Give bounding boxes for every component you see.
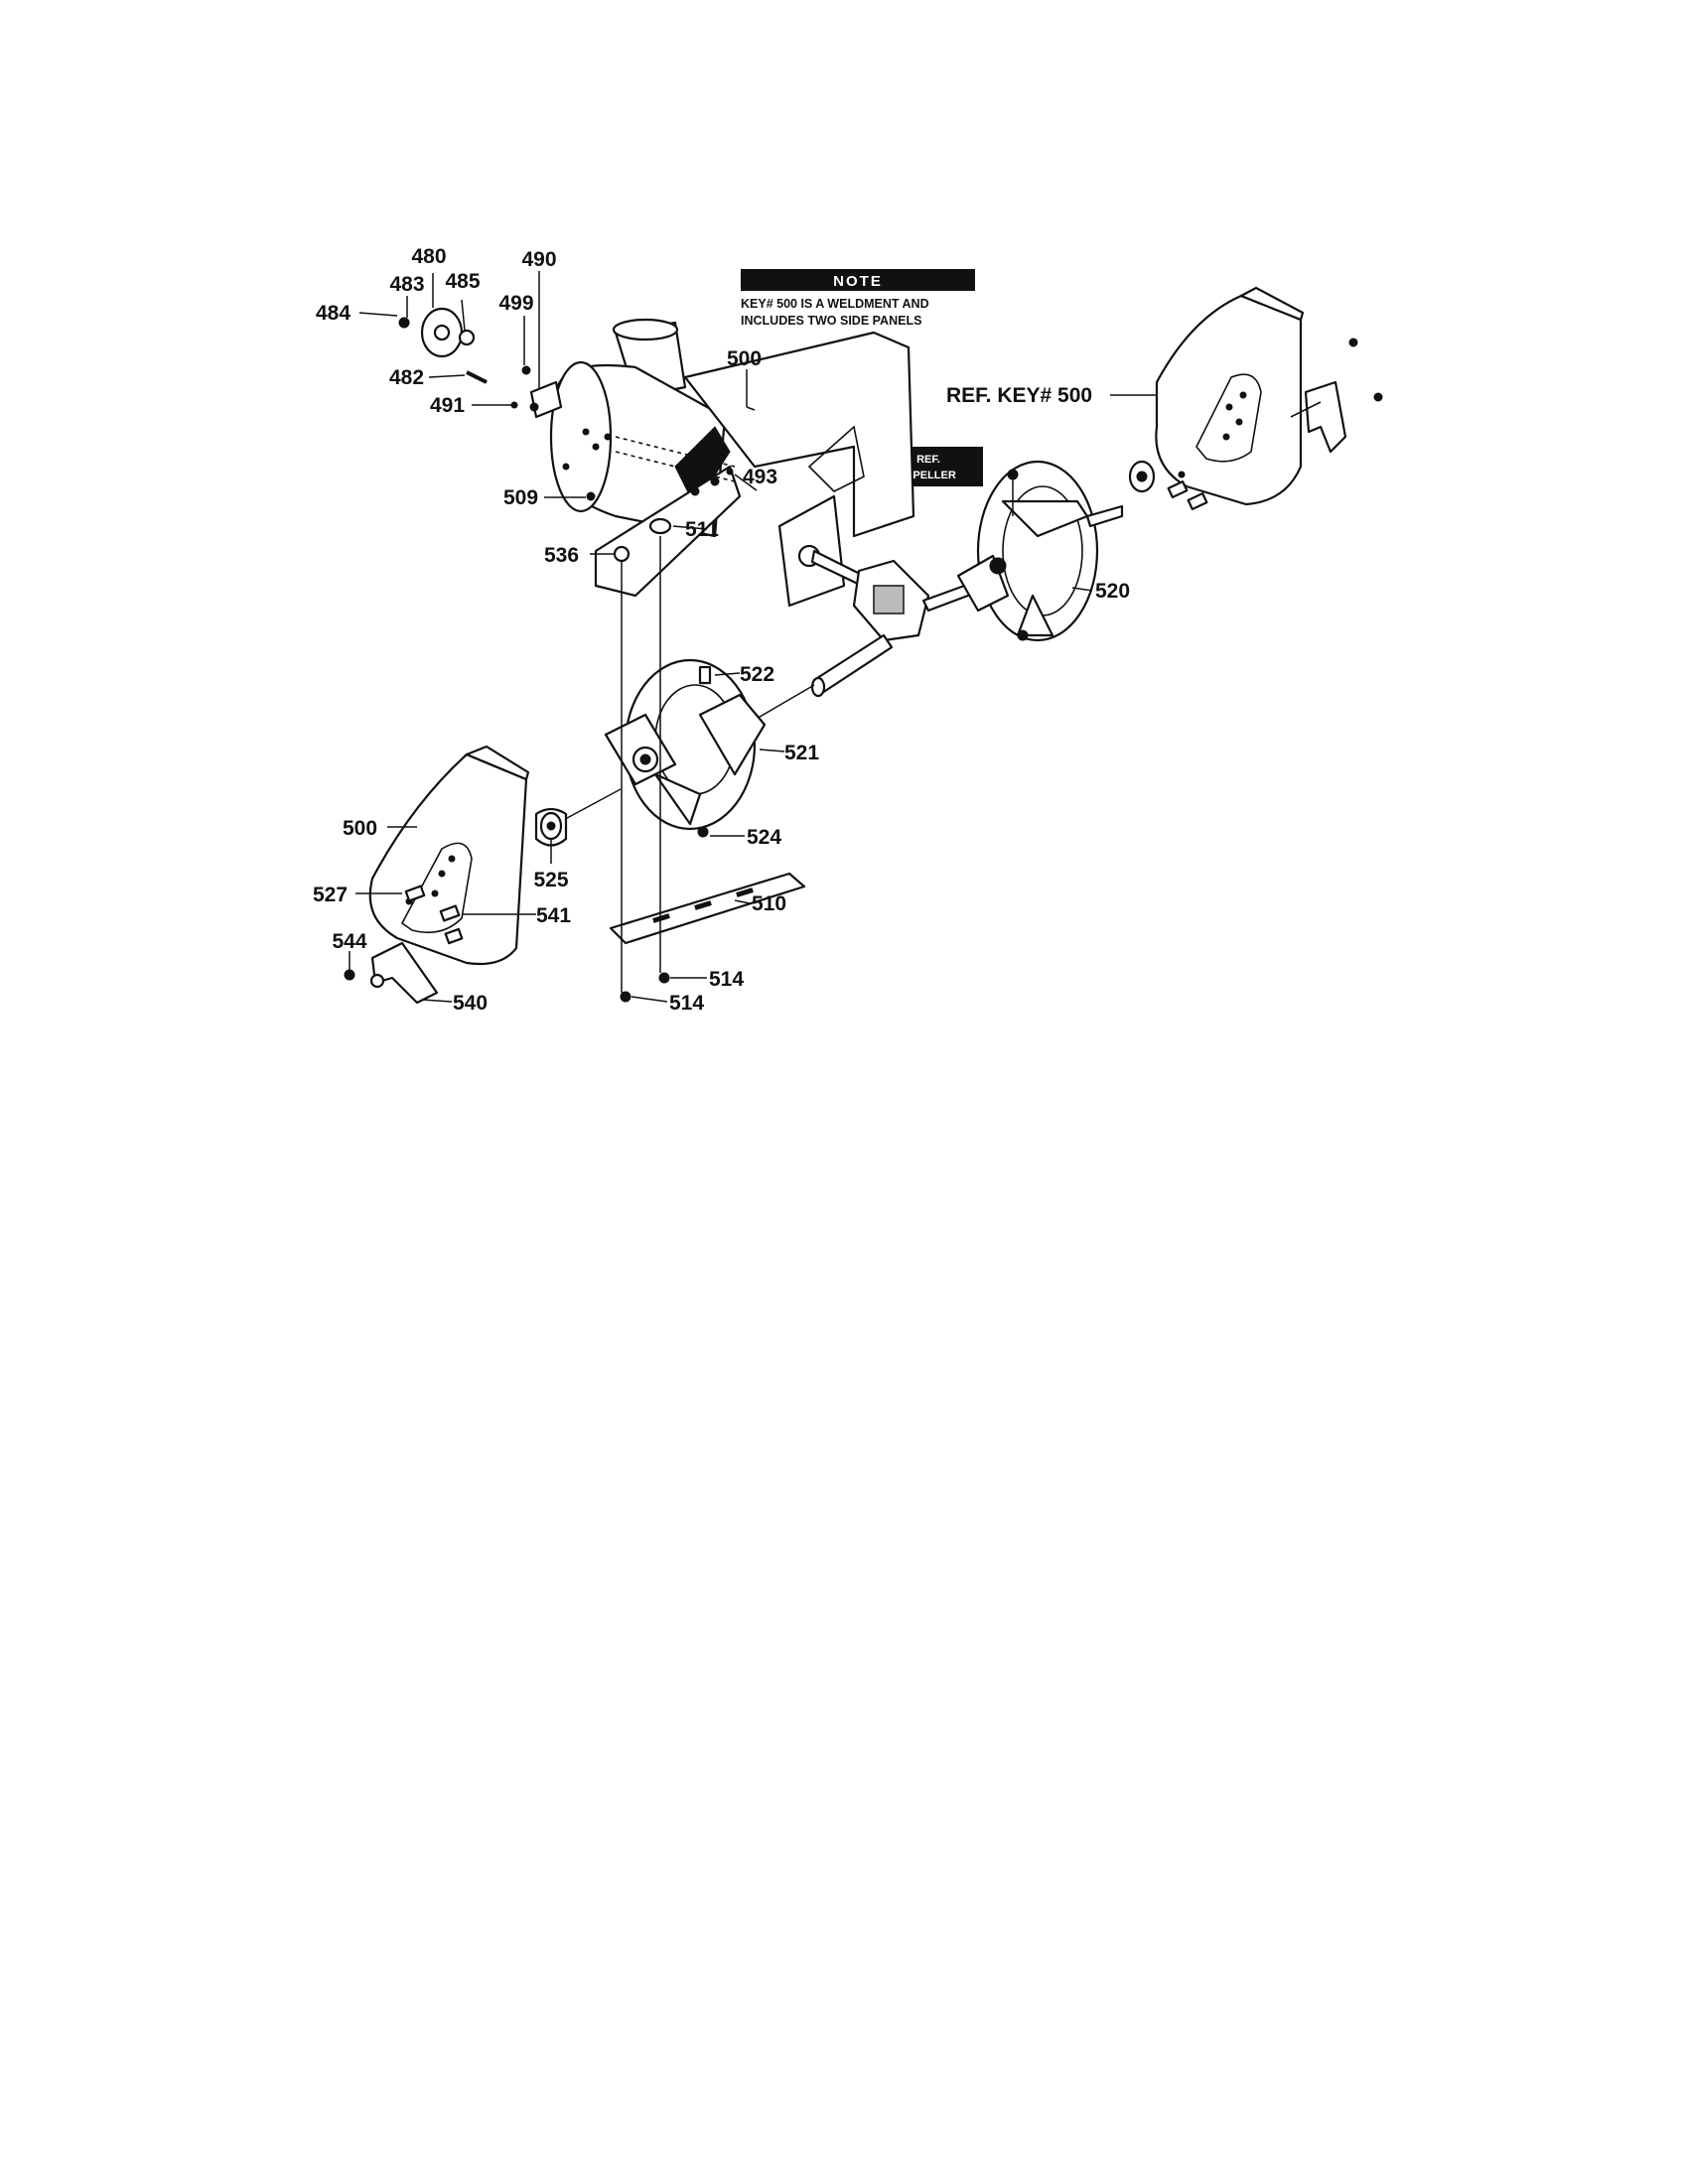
gearbox-assembly xyxy=(694,494,983,755)
label-541: 541 xyxy=(536,904,571,927)
side-panel-right xyxy=(1128,286,1383,511)
label-511: 511 xyxy=(685,518,719,541)
label-493: 493 xyxy=(743,466,777,488)
label-510: 510 xyxy=(752,892,786,915)
auger-housing xyxy=(549,318,915,598)
label-ref-key-500: REF. KEY# 500 xyxy=(946,384,1092,407)
side-panel-left xyxy=(344,745,568,1005)
ref-impeller-line-2: IMPELLER xyxy=(901,470,956,481)
leader-lines xyxy=(349,271,1157,1003)
label-482: 482 xyxy=(389,366,424,389)
label-500-left-panel: 500 xyxy=(343,817,377,840)
note-line-1: KEY# 500 IS A WELDMENT AND xyxy=(741,297,929,311)
label-521: 521 xyxy=(784,742,819,764)
ref-impeller-line-1: REF. xyxy=(916,454,940,466)
label-490: 490 xyxy=(521,248,556,271)
shave-plate-510 xyxy=(609,872,806,1003)
label-514-a: 514 xyxy=(709,968,744,991)
label-484: 484 xyxy=(316,302,351,325)
label-480: 480 xyxy=(411,245,446,268)
label-540: 540 xyxy=(453,992,488,1015)
chute-crank-parts xyxy=(398,307,734,563)
label-524: 524 xyxy=(747,826,781,849)
note-box: NOTE KEY# 500 IS A WELDMENT AND INCLUDES… xyxy=(741,269,975,328)
label-527: 527 xyxy=(313,884,348,906)
label-491: 491 xyxy=(430,394,465,417)
note-heading: NOTE xyxy=(833,273,883,290)
label-485: 485 xyxy=(445,270,480,293)
label-525: 525 xyxy=(533,869,568,891)
label-544: 544 xyxy=(332,930,366,953)
label-520: 520 xyxy=(1095,580,1130,603)
label-499: 499 xyxy=(498,292,533,315)
label-522: 522 xyxy=(740,663,774,686)
label-509: 509 xyxy=(503,486,538,509)
label-536: 536 xyxy=(544,544,579,567)
label-500-housing: 500 xyxy=(727,347,762,370)
auger-left-521 xyxy=(555,658,767,838)
part-labels: 480 483 485 484 490 499 482 491 500 REF.… xyxy=(313,245,1130,1015)
assembly-lines xyxy=(621,536,661,993)
note-line-2: INCLUDES TWO SIDE PANELS xyxy=(741,314,921,328)
auger-right-520 xyxy=(956,460,1124,642)
label-514-b: 514 xyxy=(669,992,704,1015)
label-483: 483 xyxy=(389,273,424,296)
